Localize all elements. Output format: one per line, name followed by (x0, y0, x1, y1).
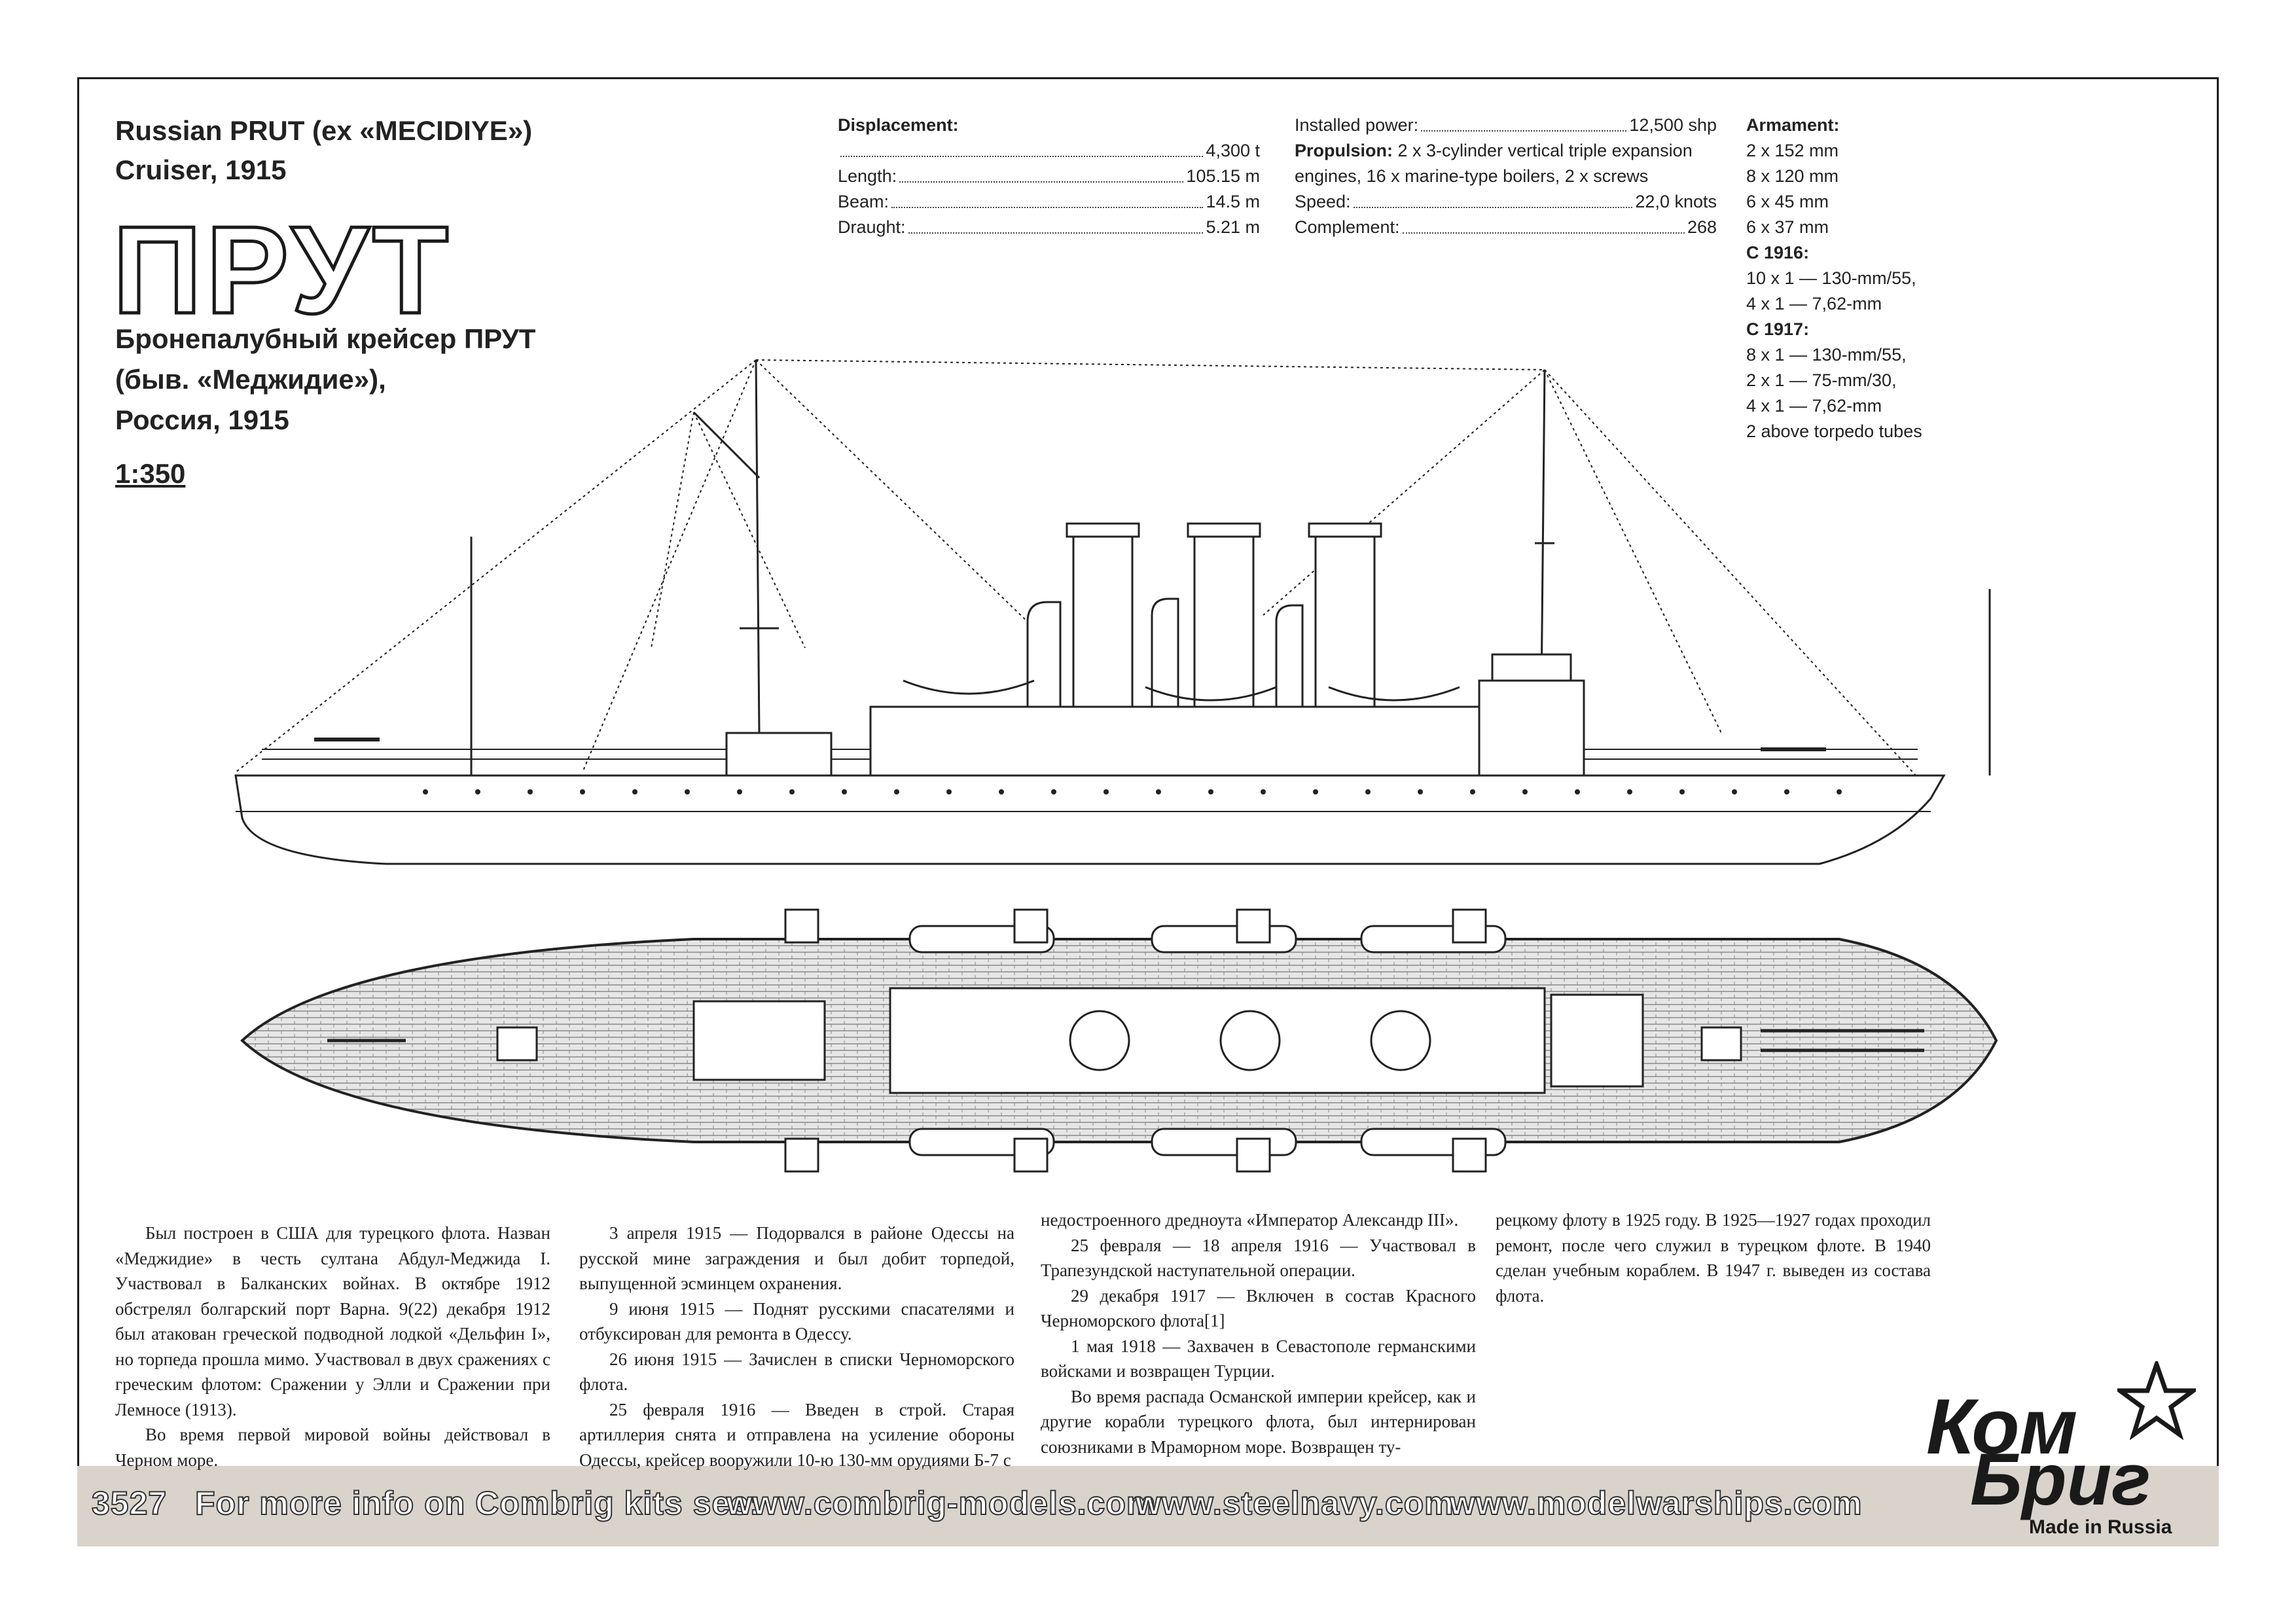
spec-value: 4,300 t (1206, 141, 1260, 160)
armament-line: 2 x 152 mm (1746, 141, 1839, 160)
body-column-4: рецкому флоту в 1925 году. В 1925—1927 г… (1496, 1207, 1931, 1308)
propulsion-label: Propulsion: (1295, 141, 1393, 160)
body-column-2: 3 апреля 1915 — Подорвался в районе Одес… (579, 1221, 1014, 1472)
spec-value: 105.15 m (1186, 166, 1260, 186)
body-column-1: Был построен в США для турецкого флота. … (115, 1221, 550, 1472)
link-steelnavy[interactable]: www.steelnavy.com (1135, 1484, 1454, 1522)
made-in-russia: Made in Russia (2029, 1516, 2172, 1538)
title-en-line1: Russian PRUT (ex «MECIDIYE») (115, 115, 533, 146)
armament-line: 6 x 45 mm (1746, 192, 1829, 211)
armament-1916-heading: С 1916: (1746, 243, 1810, 262)
combrig-logo: Ком Бриг Made in Russia (1921, 1361, 2196, 1538)
body-paragraph: 26 июня 1915 — Зачислен в списки Черномо… (579, 1349, 1014, 1395)
spec-propulsion: Propulsion: 2 x 3-cylinder vertical trip… (1295, 138, 1717, 164)
spec-label: Length: (838, 166, 897, 186)
spec-value: 5.21 m (1206, 217, 1260, 237)
title-english: Russian PRUT (ex «MECIDIYE») Cruiser, 19… (115, 111, 532, 190)
title-ru-line2: (быв. «Меджидие»), (115, 364, 386, 395)
footer-info-text: For more info on Combrig kits see: (194, 1484, 761, 1522)
specs-middle: Installed power: 12,500 shp Propulsion: 2… (1295, 113, 1717, 240)
ship-profile-drawing (234, 359, 1991, 865)
propulsion-text-2: engines, 16 x marine-type boilers, 2 x s… (1295, 166, 1649, 186)
spec-value: 12,500 shp (1629, 115, 1717, 135)
body-paragraph: 25 февраля 1916 — Введен в строй. Старая… (579, 1399, 1014, 1470)
armament-line: 4 x 1 — 7,62-mm (1746, 294, 1882, 313)
spec-row-length: Length: 105.15 m (838, 164, 1260, 189)
body-paragraph: Во время первой мировой войны действовал… (115, 1425, 550, 1470)
link-modelwarships[interactable]: www.modelwarships.com (1449, 1484, 1863, 1522)
title-ru-line3: Россия, 1915 (115, 404, 289, 435)
title-ru-line1: Бронепалубный крейсер ПРУТ (115, 323, 536, 354)
armament-heading: Armament: (1746, 115, 1840, 135)
displacement-heading: Displacement: (838, 115, 959, 135)
ship-deck-plan-drawing (240, 908, 1998, 1173)
body-paragraph: 3 апреля 1915 — Подорвался в районе Одес… (579, 1223, 1014, 1293)
title-en-line2: Cruiser, 1915 (115, 154, 287, 185)
spec-row-displacement: 4,300 t (838, 138, 1260, 164)
link-combrig[interactable]: www.combrig-models.com (726, 1484, 1157, 1522)
logo-line2: Бриг (1970, 1438, 2151, 1520)
armament-line: 6 x 37 mm (1746, 217, 1829, 237)
spec-label: Complement: (1295, 217, 1400, 237)
body-paragraph: 29 декабря 1917 — Включен в состав Красн… (1041, 1285, 1476, 1331)
footer-bar (77, 1466, 2219, 1546)
logo-line1: Ком (1926, 1383, 2078, 1471)
scale-label: 1:350 (115, 458, 186, 489)
spec-row-beam: Beam: 14.5 m (838, 189, 1260, 215)
spec-label: Beam: (838, 192, 889, 211)
spec-row-draught: Draught: 5.21 m (838, 215, 1260, 240)
spec-row-speed: Speed: 22,0 knots (1295, 189, 1717, 215)
spec-label: Draught: (838, 217, 906, 237)
spec-value: 268 (1687, 217, 1717, 237)
spec-label: Installed power: (1295, 115, 1419, 135)
body-paragraph: 9 июня 1915 — Поднят русскими спасателям… (579, 1298, 1014, 1344)
title-russian: Бронепалубный крейсер ПРУТ (быв. «Меджид… (115, 319, 535, 440)
body-paragraph: 1 мая 1918 — Захвачен в Севастополе герм… (1041, 1336, 1476, 1382)
body-column-3: недостроенного дредноута «Император Алек… (1041, 1207, 1476, 1459)
spec-row-installed-power: Installed power: 12,500 shp (1295, 113, 1717, 138)
armament-1917-heading: С 1917: (1746, 319, 1810, 339)
body-paragraph: 25 февраля — 18 апреля 1916 — Участвовал… (1041, 1235, 1476, 1281)
spec-value: 22,0 knots (1635, 192, 1717, 211)
star-icon (2117, 1361, 2196, 1440)
propulsion-text: 2 x 3-cylinder vertical triple expansion (1393, 141, 1693, 160)
specs-left: Displacement: 4,300 t Length: 105.15 m Be… (838, 113, 1260, 240)
spec-value: 14.5 m (1206, 192, 1260, 211)
armament-line: 8 x 1 — 130-mm/55, (1746, 345, 1907, 365)
body-paragraph: рецкому флоту в 1925 году. В 1925—1927 г… (1496, 1210, 1931, 1306)
big-title: ПРУТ (111, 201, 453, 340)
armament-line: 2 above torpedo tubes (1746, 421, 1922, 441)
spec-label: Speed: (1295, 192, 1351, 211)
body-paragraph: Был построен в США для турецкого флота. … (115, 1223, 550, 1419)
body-paragraph: Во время распада Османской империи крейс… (1041, 1386, 1476, 1457)
armament-line: 8 x 120 mm (1746, 166, 1839, 186)
armament-line: 4 x 1 — 7,62-mm (1746, 396, 1882, 416)
kit-number: 3527 (91, 1484, 168, 1522)
body-paragraph: недостроенного дредноута «Император Алек… (1041, 1210, 1459, 1230)
armament-line: 10 x 1 — 130-mm/55, (1746, 268, 1916, 288)
spec-row-complement: Complement: 268 (1295, 215, 1717, 240)
armament-block: Armament: 2 x 152 mm 8 x 120 mm 6 x 45 m… (1746, 113, 2021, 444)
armament-line: 2 x 1 — 75-mm/30, (1746, 370, 1897, 390)
